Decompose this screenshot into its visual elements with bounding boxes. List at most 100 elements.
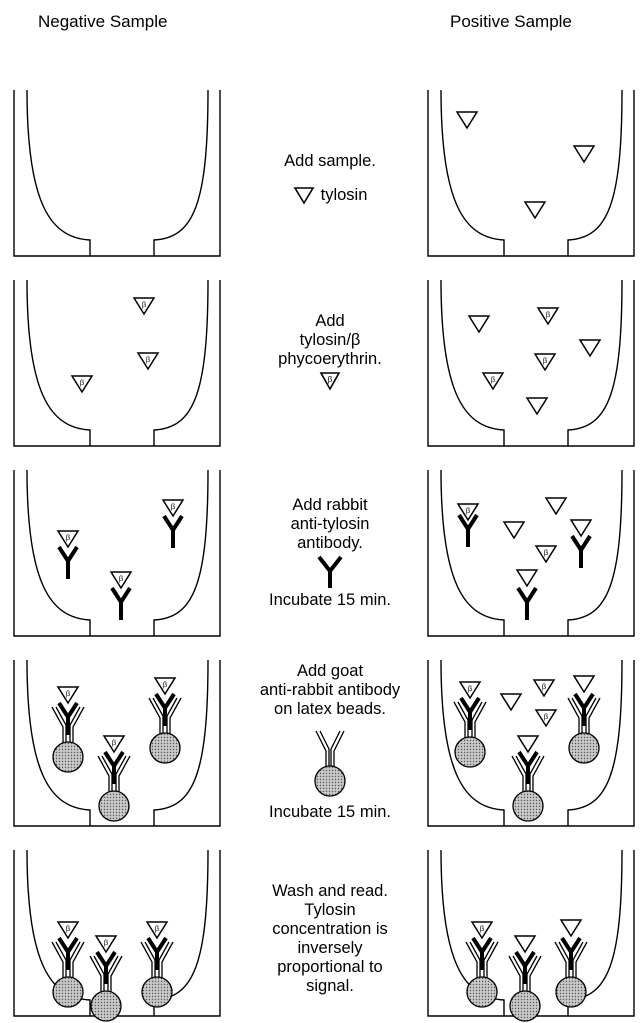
tylosin-legend: tylosin — [230, 185, 430, 205]
tylosin-legend-label: tylosin — [321, 186, 368, 205]
tylosin-molecule — [469, 316, 489, 332]
well-negative-step-2: β β β — [10, 278, 225, 448]
well-outline — [428, 280, 634, 446]
rabbit-antibody — [575, 694, 593, 726]
beta-label: β — [542, 682, 547, 691]
beta-label: β — [480, 924, 485, 933]
beta-label: β — [146, 355, 151, 364]
well-positive-step-5: β — [424, 848, 639, 1018]
rabbit-antibody — [473, 938, 491, 970]
step-2-line-2: tylosin/β — [230, 331, 430, 350]
latex-bead — [556, 977, 586, 1007]
latex-bead — [142, 977, 172, 1007]
latex-bead — [150, 733, 180, 763]
beta-label: β — [112, 738, 117, 747]
latex-bead — [569, 733, 599, 763]
step-5-line-4: inversely — [230, 939, 430, 958]
tylosin-molecule — [546, 498, 566, 514]
rabbit-antibody — [518, 588, 536, 620]
well-outline — [14, 280, 220, 446]
beta-label: β — [119, 574, 124, 583]
beta-label: β — [544, 548, 549, 557]
step-5-line-1: Wash and read. — [230, 882, 430, 901]
step-4-incubate: Incubate 15 min. — [230, 803, 430, 822]
latex-bead — [53, 977, 83, 1007]
well-negative-step-1 — [10, 88, 225, 258]
step-5-line-5: proportional to — [230, 958, 430, 977]
tylosin-triangle-icon — [293, 185, 315, 205]
beta-label: β — [80, 378, 85, 387]
tylosin-molecule — [574, 146, 594, 162]
step-5-instructions: Wash and read. Tylosin concentration is … — [230, 882, 430, 996]
rabbit-antibody — [97, 952, 115, 984]
tylosin-molecule — [518, 736, 538, 752]
beta-label: β — [66, 533, 71, 542]
tylosin-beta-conjugate-icon: β — [319, 371, 341, 391]
rabbit-antibody — [59, 938, 77, 970]
rabbit-antibody — [562, 938, 580, 970]
step-2-line-3: phycoerythrin. — [230, 350, 430, 369]
tylosin-molecule — [571, 520, 591, 536]
well-negative-step-4: β β β — [10, 658, 225, 828]
rabbit-antibody — [516, 952, 534, 984]
step-4-line-3: on latex beads. — [230, 700, 430, 719]
beta-label: β — [544, 712, 549, 721]
beta-label: β — [171, 502, 176, 511]
rabbit-antibody — [112, 588, 130, 620]
rabbit-antibody — [164, 516, 182, 548]
positive-sample-header: Positive Sample — [450, 12, 572, 32]
beta-label: β — [142, 300, 147, 309]
well-outline — [428, 850, 634, 1016]
latex-bead — [467, 977, 497, 1007]
tylosin-molecule — [515, 936, 535, 952]
latex-bead — [513, 791, 543, 821]
tylosin-molecule — [527, 398, 547, 414]
well-positive-step-2: βββ — [424, 278, 639, 448]
tylosin-molecule — [517, 570, 537, 586]
step-4-line-1: Add goat — [230, 662, 430, 681]
negative-sample-header: Negative Sample — [38, 12, 167, 32]
step-3-line-2: anti-tylosin — [230, 515, 430, 534]
beta-label: β — [163, 680, 168, 689]
rabbit-antibody — [572, 536, 590, 568]
step-1-instructions: Add sample. tylosin — [230, 152, 430, 205]
latex-bead — [91, 991, 121, 1021]
beta-label: β — [66, 924, 71, 933]
well-positive-step-3: ββ — [424, 468, 639, 638]
rabbit-antibody — [461, 698, 479, 730]
rabbit-antibody-icon — [315, 555, 345, 589]
latex-bead — [510, 991, 540, 1021]
step-2-line-1: Add — [230, 312, 430, 331]
rabbit-antibody — [519, 752, 537, 784]
step-5-line-6: signal. — [230, 977, 430, 996]
tylosin-molecule — [504, 522, 524, 538]
tylosin-molecule — [525, 202, 545, 218]
step-1-line-1: Add sample. — [230, 152, 430, 171]
tylosin-molecule — [574, 676, 594, 692]
beta-label: β — [66, 689, 71, 698]
well-negative-step-3: β β β — [10, 468, 225, 638]
tylosin-molecule — [561, 920, 581, 936]
step-2-instructions: Add tylosin/β phycoerythrin. β — [230, 312, 430, 393]
step-5-line-3: concentration is — [230, 920, 430, 939]
beta-label: β — [543, 356, 548, 365]
tylosin-molecule — [580, 340, 600, 356]
beta-symbol: β — [328, 375, 333, 384]
beta-label: β — [104, 938, 109, 947]
latex-bead — [99, 791, 129, 821]
step-3-line-3: antibody. — [230, 534, 430, 553]
step-4-line-2: anti-rabbit antibody — [230, 681, 430, 700]
well-outline — [14, 850, 220, 1016]
step-4-instructions: Add goat anti-rabbit antibody on latex b… — [230, 662, 430, 822]
beta-label: β — [546, 310, 551, 319]
goat-antibody-bead-icon — [310, 727, 350, 797]
beta-label: β — [466, 506, 471, 515]
rabbit-antibody — [156, 694, 174, 726]
latex-bead — [53, 742, 83, 772]
well-positive-step-1 — [424, 88, 639, 258]
step-3-instructions: Add rabbit anti-tylosin antibody. Incuba… — [230, 496, 430, 610]
well-outline — [428, 470, 634, 636]
latex-bead — [455, 737, 485, 767]
well-outline — [14, 470, 220, 636]
well-negative-step-5: βββ — [10, 848, 225, 1018]
